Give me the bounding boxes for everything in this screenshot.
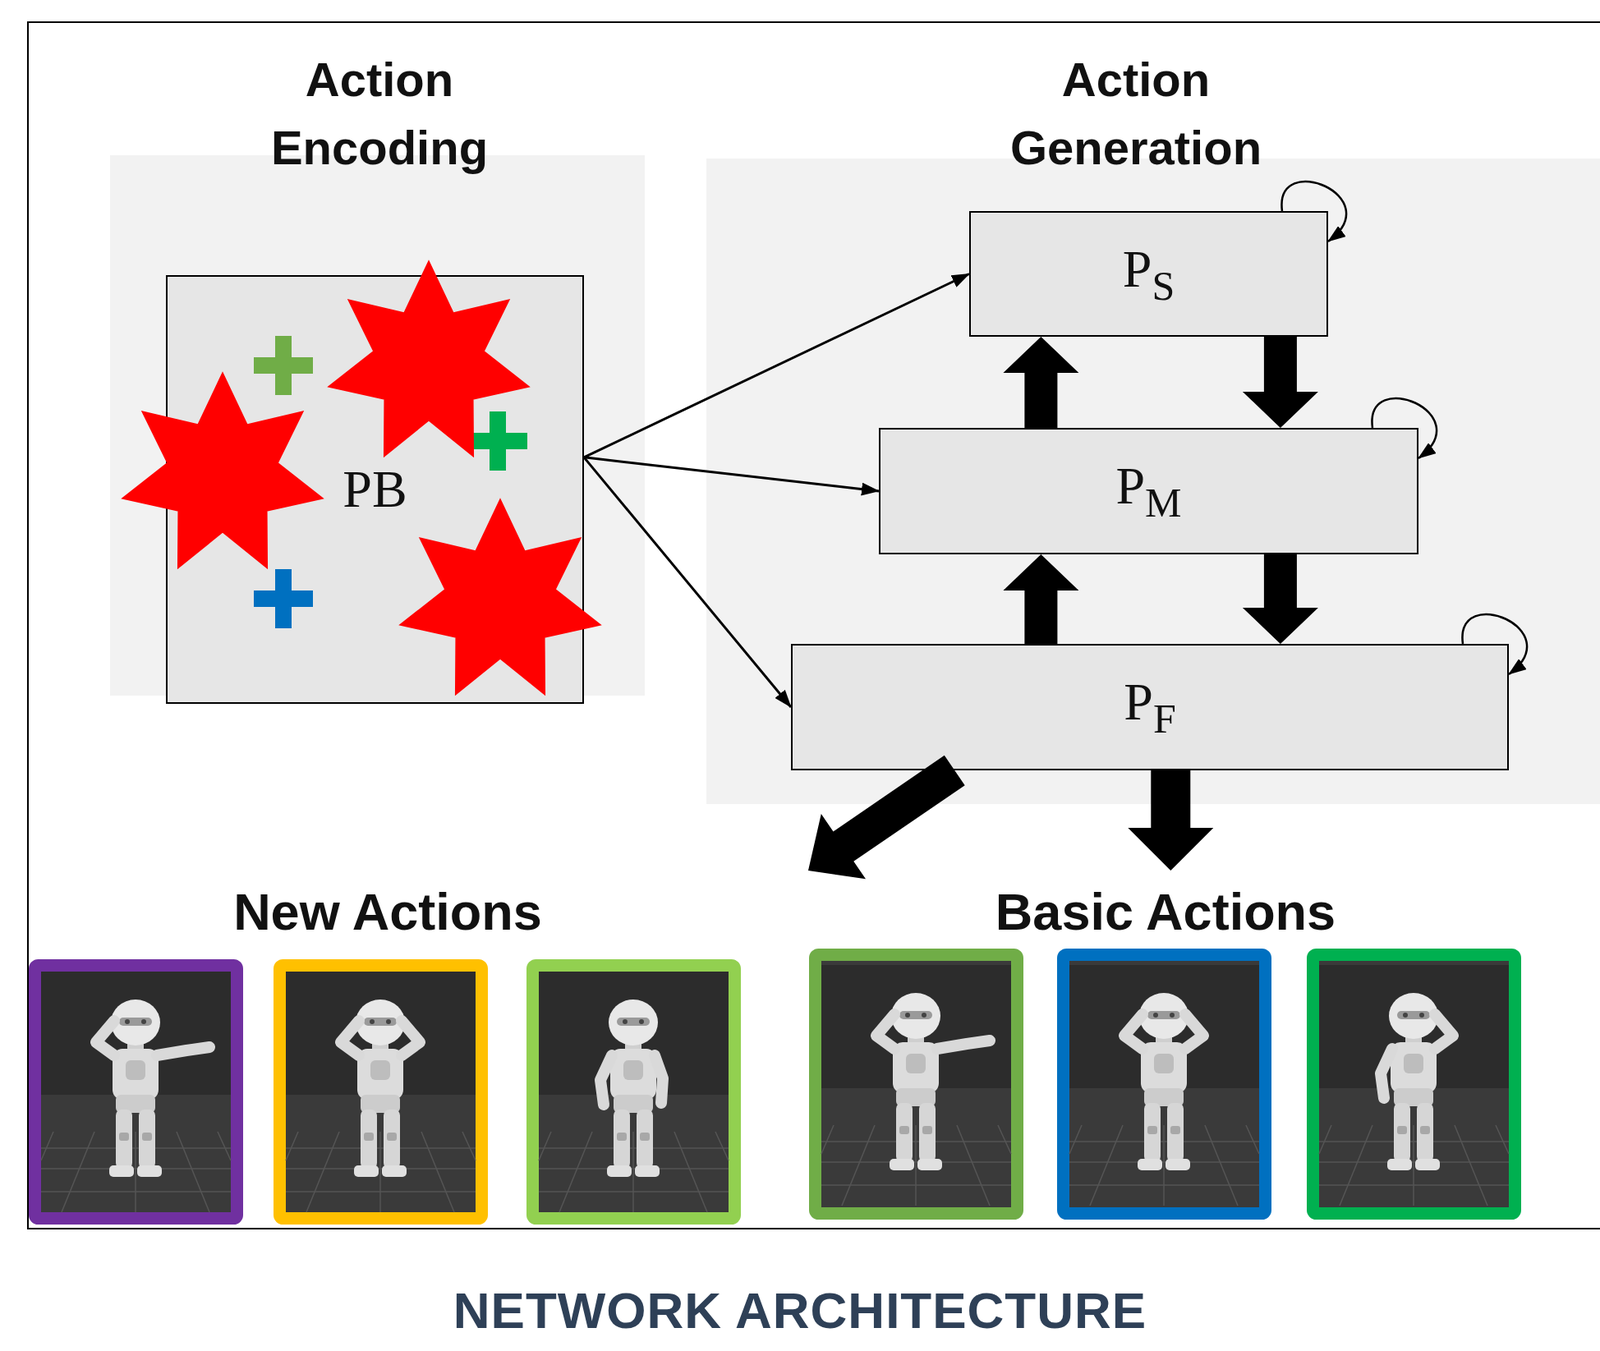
output-group: New Actions [28, 870, 814, 1224]
label-line: PS [1122, 239, 1175, 310]
block-arrow [1242, 554, 1319, 644]
group-heading: New Actions [28, 880, 747, 943]
subscript-text: M [1144, 479, 1182, 526]
recurrent-loop [1462, 614, 1527, 675]
robot-frame [280, 965, 483, 1219]
recurrent-loop [1371, 398, 1437, 459]
label-wrap: PM [878, 427, 1419, 555]
block-arrow [808, 755, 966, 879]
plus-marker [253, 569, 313, 629]
box-label: P [1122, 239, 1153, 299]
robot-frame [815, 955, 1018, 1214]
subscript-text: F [1153, 695, 1177, 742]
encoding-arrow [583, 274, 970, 458]
robot-frame [1313, 955, 1516, 1214]
heading-wrap: Basic Actions [821, 880, 1510, 943]
process-box-shape [879, 428, 1418, 554]
plus-marker [468, 411, 528, 471]
label-line: PM [1115, 455, 1182, 527]
label-line: PB [342, 459, 407, 520]
output-group: Basic Actions [821, 870, 1528, 1224]
block-arrow [1242, 336, 1319, 428]
box-label: PB [342, 459, 407, 519]
region-heading: Action Generation [1000, 45, 1272, 182]
box-label: P [1115, 456, 1145, 515]
region-band-shape [706, 158, 1600, 805]
robot-frame [533, 965, 736, 1219]
region-band: Action EncodingPB [110, 155, 645, 696]
label-wrap: PS [969, 211, 1329, 337]
block-arrow [1002, 336, 1079, 428]
process-box-shape [791, 644, 1509, 770]
block-arrow [1127, 770, 1214, 871]
box-label: P [1123, 672, 1154, 732]
label-wrap: PB [165, 275, 584, 704]
heading-wrap: Action Encoding [243, 45, 515, 182]
action-frames [35, 955, 1516, 1219]
heading-wrap: Action Generation [1000, 45, 1272, 182]
robot-frame [1063, 955, 1266, 1214]
node-fills [110, 155, 1600, 805]
region-band: Action GenerationPSPMPF [706, 158, 1600, 805]
encoding-arrow [583, 457, 791, 708]
plus-marker [253, 335, 313, 396]
recurrent-loop [1281, 181, 1347, 242]
heading-wrap: New Actions [28, 880, 747, 943]
star-marker [192, 444, 253, 504]
process-box: PS [969, 211, 1329, 337]
label-line: PF [1123, 671, 1176, 743]
robot-frame [35, 965, 238, 1219]
caption: NETWORK ARCHITECTURE [0, 1278, 1600, 1344]
block-arrow [1002, 554, 1079, 644]
region-heading: Action Encoding [243, 45, 515, 182]
outer-frame [27, 22, 1600, 1229]
process-box: PB [165, 275, 584, 704]
encoding-arrow [583, 457, 879, 492]
process-box-shape [970, 211, 1328, 336]
process-box: PM [878, 427, 1419, 555]
process-box-shape [166, 275, 584, 704]
star-marker [469, 570, 531, 630]
subscript-text: S [1151, 262, 1175, 309]
group-heading: Basic Actions [821, 880, 1510, 943]
pb-markers [192, 332, 531, 630]
label-wrap: PF [790, 643, 1509, 771]
star-marker [398, 332, 460, 392]
process-box: PF [790, 643, 1509, 771]
